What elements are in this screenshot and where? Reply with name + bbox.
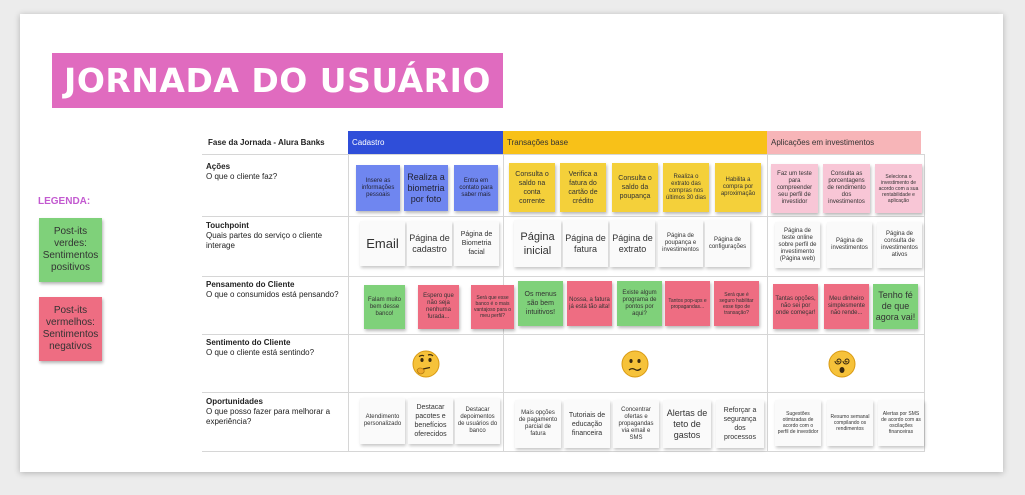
row-subtitle: O que o cliente está sentindo?	[206, 348, 315, 357]
column-divider	[924, 154, 925, 451]
thinking-face-icon	[412, 350, 440, 378]
row-title: Sentimento do Cliente	[206, 338, 291, 347]
row-title: Touchpoint	[206, 221, 249, 230]
sticky-note-action: Realiza o extrato das compras nos último…	[663, 163, 709, 212]
sticky-note-negative-thought: Nossa, a fatura já está tão alta!	[567, 281, 612, 326]
phase-header-label: Fase da Jornada - Alura Banks	[208, 138, 325, 147]
row-divider	[202, 216, 925, 217]
sticky-note-touchpoint: Página de configurações	[705, 220, 750, 267]
row-title: Ações	[206, 162, 231, 171]
sticky-note-touchpoint: Página de cadastro	[407, 221, 452, 266]
legend-green-note: Post-its verdes: Sentimentos positivos	[39, 218, 102, 282]
sticky-note-opportunity: Concentrar ofertas e propagandas via ema…	[613, 400, 659, 448]
column-divider	[348, 154, 349, 451]
sticky-note-touchpoint: Página de extrato	[610, 220, 655, 267]
sticky-note-negative-thought: Espero que não seja nenhuma furada...	[418, 285, 459, 329]
row-divider	[202, 154, 925, 155]
sticky-note-opportunity: Mais opções de pagamento parcial de fatu…	[515, 400, 561, 448]
phase-aplicacoes-investimentos: Aplicações em investimentos	[767, 131, 921, 154]
sticky-note-action: Faz um teste para compreender seu perfil…	[771, 164, 818, 213]
row-subtitle: Quais partes do serviço o cliente intera…	[206, 231, 323, 250]
sticky-note-action: Seleciona o investimento de acordo com a…	[875, 164, 922, 213]
sticky-note-touchpoint: Página de poupança e investimentos	[658, 220, 703, 267]
legend-red-note: Post-its vermelhos: Sentimentos negativo…	[39, 297, 102, 361]
sticky-note-touchpoint: Página inicial	[514, 220, 561, 267]
sticky-note-action: Realiza a biometria por foto	[404, 165, 448, 211]
row-subtitle: O que o cliente faz?	[206, 172, 278, 181]
sticky-note-action: Insere as informações pessoais	[356, 165, 400, 211]
sticky-note-opportunity: Destacar depoimentos de usuários do banc…	[455, 398, 500, 444]
row-subtitle: O que o consumidos está pensando?	[206, 290, 339, 299]
sticky-note-action: Entra em contato para saber mais	[454, 165, 498, 211]
sticky-note-opportunity: Alertas por SMS de acordo com as oscilaç…	[878, 400, 924, 446]
sticky-note-opportunity: Tutoriais de educação financeira	[564, 400, 610, 448]
confused-face-icon	[621, 350, 649, 378]
sticky-note-touchpoint: Página de fatura	[563, 220, 608, 267]
sticky-note-opportunity: Reforçar a segurança dos processos	[716, 400, 764, 448]
phase-cadastro: Cadastro	[348, 131, 503, 154]
sticky-note-positive-thought: Existe algum programa de pontos por aqui…	[617, 281, 662, 326]
column-divider	[767, 154, 768, 451]
sticky-note-positive-thought: Os menus são bem intuitivos!	[518, 281, 563, 326]
sticky-note-touchpoint: Página de investimentos	[827, 222, 872, 268]
row-divider	[202, 451, 925, 452]
sticky-note-opportunity: Destacar pacotes e benefícios oferecidos	[408, 398, 453, 444]
row-divider	[202, 334, 925, 335]
row-subtitle: O que posso fazer para melhorar a experi…	[206, 407, 331, 426]
sticky-note-opportunity: Resumo semanal compilando os rendimentos	[827, 400, 873, 446]
sticky-note-touchpoint: Página de consulta de investimentos ativ…	[877, 222, 922, 268]
sticky-note-action: Consulta o saldo da poupança	[612, 163, 658, 212]
sticky-note-action: Consulta o saldo na conta corrente	[509, 163, 555, 212]
sticky-note-touchpoint: Email	[360, 221, 405, 266]
sticky-note-positive-thought: Falam muito bem desse banco!	[364, 285, 405, 329]
sticky-note-negative-thought: Meu dinheiro simplesmente não rende...	[824, 284, 869, 329]
row-label-oportunidades: Oportunidades O que posso fazer para mel…	[206, 397, 346, 427]
page-title: JORNADA DO USUÁRIO	[52, 53, 503, 108]
legend-title: LEGENDA:	[38, 196, 91, 207]
sticky-note-negative-thought: Será que esse banco é o mais vantajoso p…	[471, 285, 514, 329]
sticky-note-touchpoint: Página de Biometria facial	[454, 221, 499, 266]
row-label-sentimento: Sentimento do Cliente O que o cliente es…	[206, 338, 346, 358]
sticky-note-negative-thought: Será que é seguro habilitar esse tipo de…	[714, 281, 759, 326]
dizzy-face-icon	[828, 350, 856, 378]
row-label-touchpoint: Touchpoint Quais partes do serviço o cli…	[206, 221, 346, 251]
row-divider	[202, 392, 925, 393]
sticky-note-action: Consulta as porcentagens de rendimento d…	[823, 164, 870, 213]
row-label-acoes: Ações O que o cliente faz?	[206, 162, 346, 182]
sticky-note-positive-thought: Tenho fé de que agora vai!	[873, 284, 918, 329]
sticky-note-opportunity: Alertas de teto de gastos	[663, 400, 711, 448]
row-title: Oportunidades	[206, 397, 263, 406]
sticky-note-negative-thought: Tantos pop-ups e propagandas...	[665, 281, 710, 326]
row-divider	[202, 276, 925, 277]
row-label-pensamento: Pensamento do Cliente O que o consumidos…	[206, 280, 346, 300]
row-title: Pensamento do Cliente	[206, 280, 295, 289]
sticky-note-touchpoint: Página de teste online sobre perfil de i…	[775, 222, 820, 268]
sticky-note-action: Verifica a fatura do cartão de crédito	[560, 163, 606, 212]
sticky-note-negative-thought: Tantas opções, não sei por onde começar!	[773, 284, 818, 329]
sticky-note-opportunity: Sugestões otimizadas de acordo com o per…	[775, 400, 821, 446]
sticky-note-action: Habilita a compra por aproximação	[715, 163, 761, 212]
phase-transacoes-base: Transações base	[503, 131, 767, 154]
sticky-note-opportunity: Atendimento personalizado	[360, 398, 405, 444]
